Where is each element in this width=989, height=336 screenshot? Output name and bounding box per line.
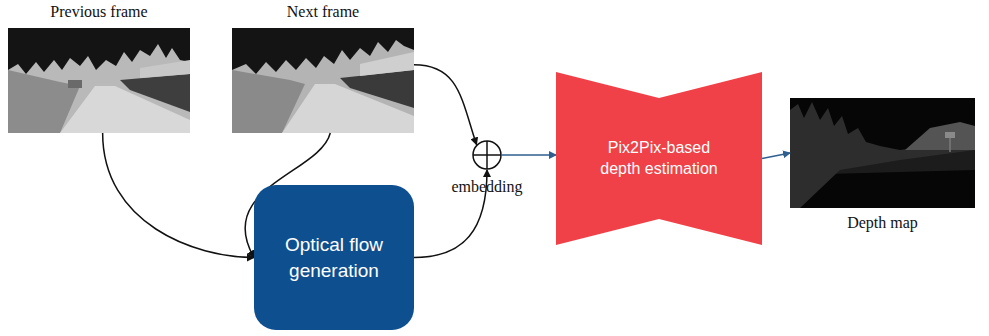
flow-connector	[414, 65, 477, 145]
image-caption: Previous frame	[50, 3, 147, 21]
sum-symbol	[472, 140, 502, 170]
image-caption: Next frame	[287, 3, 359, 21]
building	[140, 60, 190, 78]
image-frame: Next frame	[232, 28, 414, 133]
previous-frame-image	[8, 28, 190, 133]
image-ground	[232, 28, 414, 133]
depth-map-image	[790, 98, 975, 208]
bowtie-shape	[556, 72, 762, 245]
trees-silhouette	[790, 102, 975, 208]
process-label: Optical flow generation	[266, 232, 402, 283]
flow-connector	[502, 154, 556, 156]
next-frame-image	[232, 28, 414, 133]
operation-label: embedding	[451, 178, 522, 196]
image-ground	[790, 98, 975, 208]
hedge	[340, 70, 414, 108]
text-holder: Pix2Pix-based depth estimation	[556, 72, 762, 245]
flow-connector	[103, 133, 254, 258]
flow-connector	[762, 153, 790, 159]
sign-post	[949, 138, 951, 152]
image-ground	[8, 28, 190, 133]
text-holder: Optical flow generation	[254, 185, 414, 330]
network-bowtie: Pix2Pix-based depth estimation	[556, 72, 762, 245]
bowtie-outline	[556, 72, 762, 245]
hedge	[120, 74, 190, 112]
embedding-circle: embedding	[472, 140, 502, 170]
building	[360, 52, 414, 76]
image-caption: Depth map	[847, 214, 918, 232]
image-frame: Depth map	[790, 98, 975, 208]
process-box: Optical flow generation	[254, 185, 414, 330]
image-frame: Previous frame	[8, 28, 190, 133]
car	[68, 80, 82, 88]
sign	[945, 132, 955, 138]
network-label: Pix2Pix-based depth estimation	[595, 138, 723, 180]
distant-hill	[905, 122, 975, 150]
